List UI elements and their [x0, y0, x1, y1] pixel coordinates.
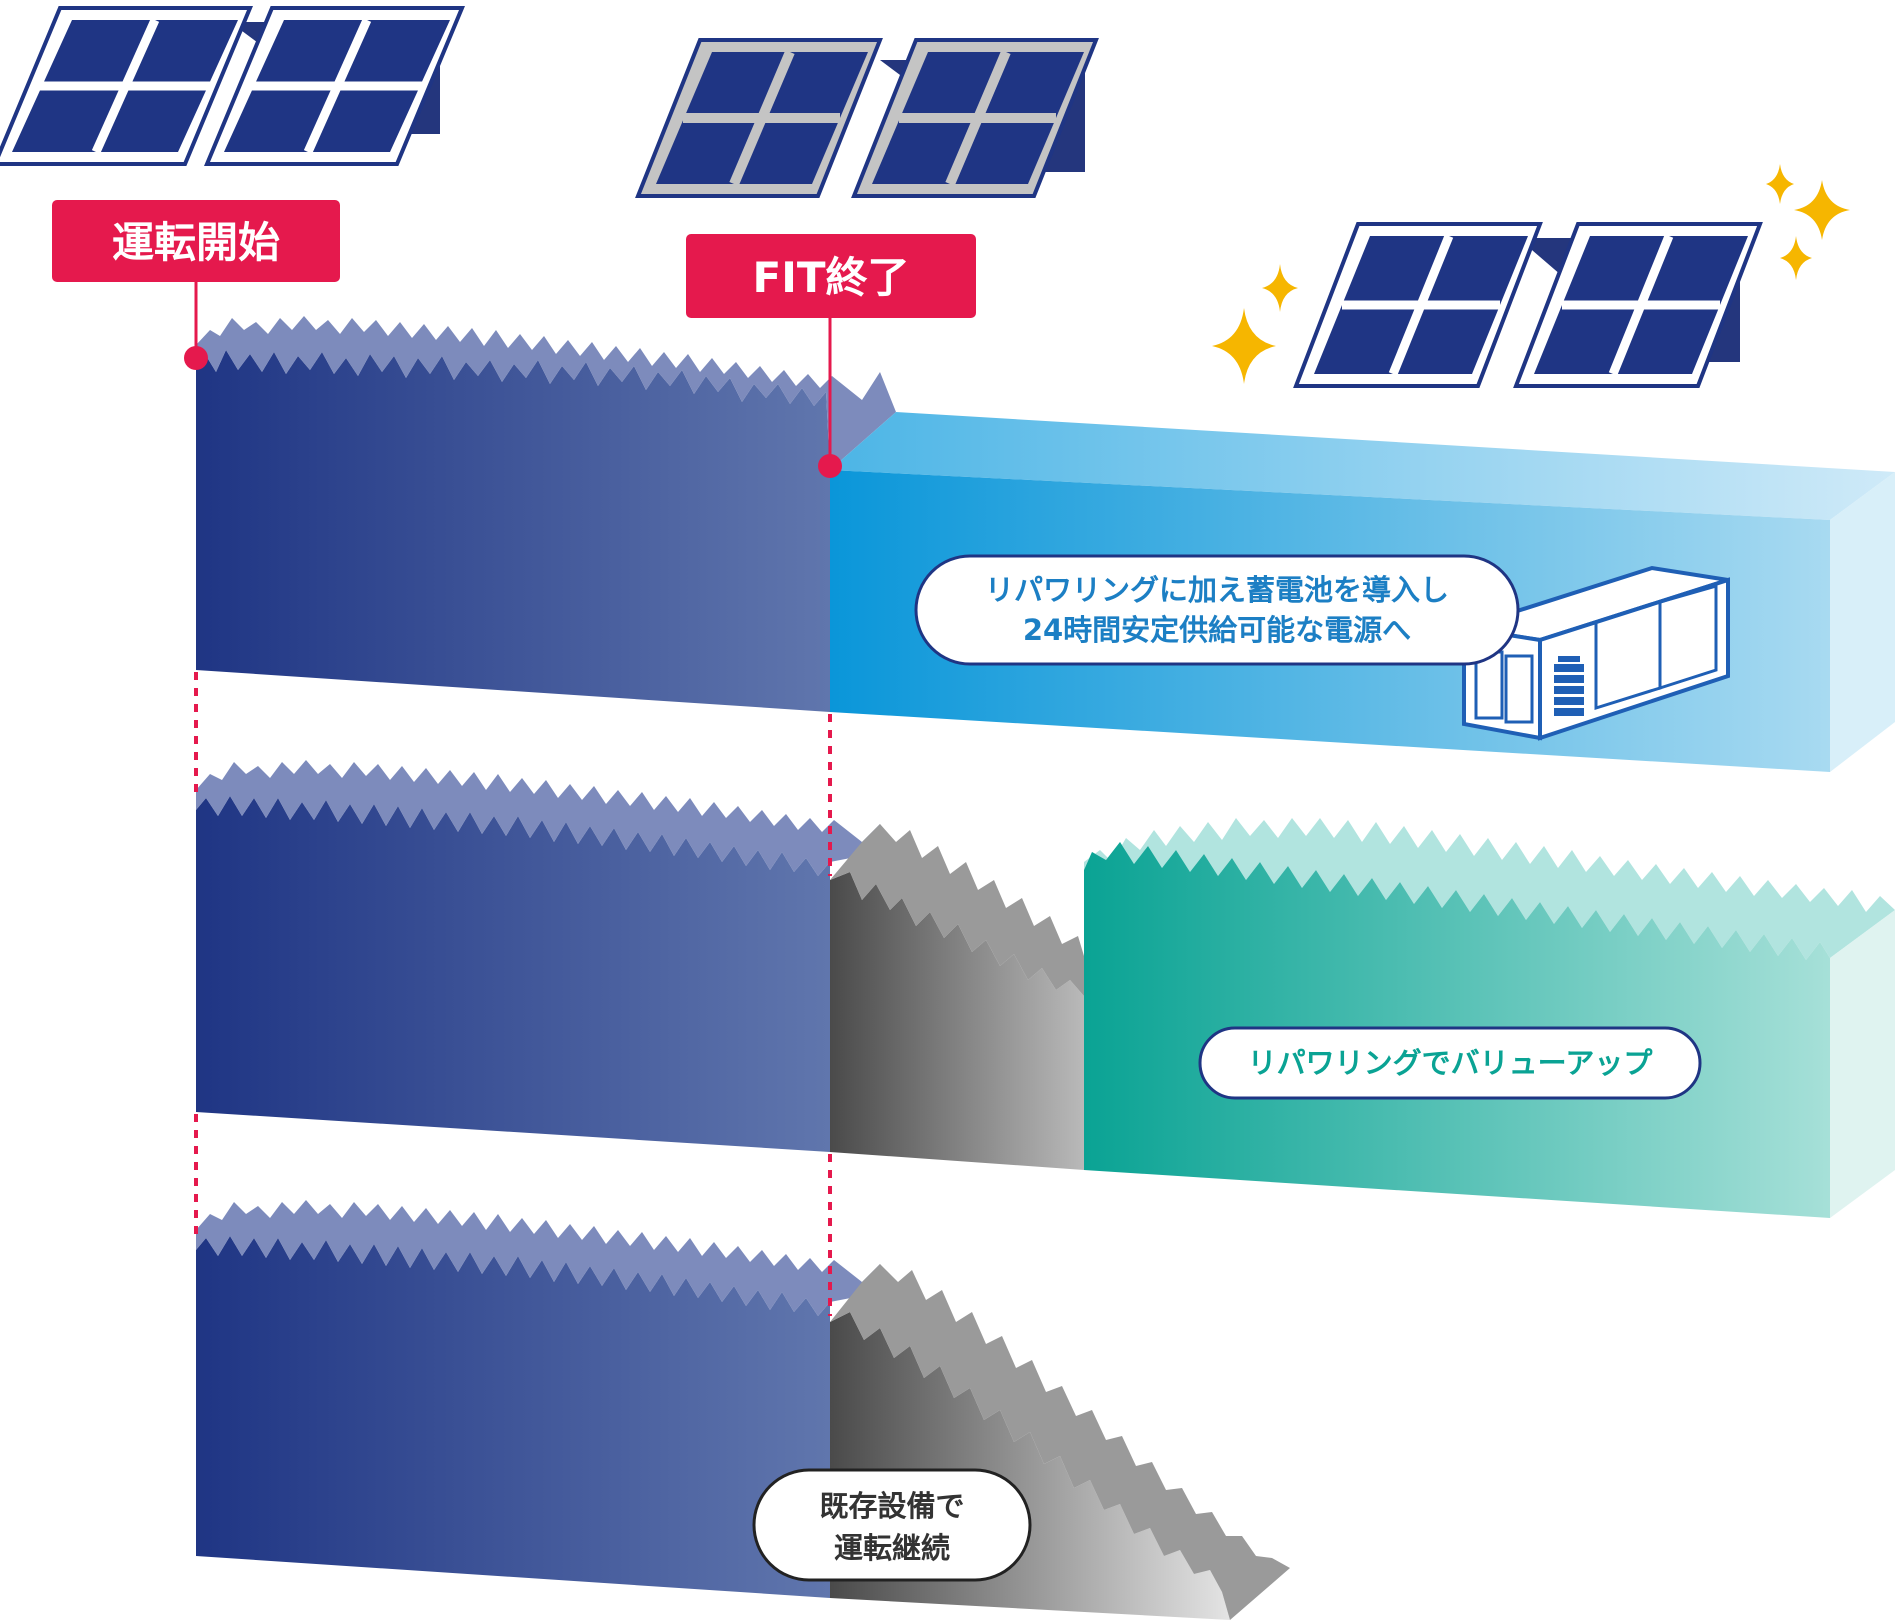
- row3-gray-top: [830, 1264, 1290, 1620]
- callout-battery-box: [914, 554, 1520, 666]
- callout-battery-line1: リパワリングに加え蓄電池を導入し: [985, 573, 1449, 607]
- row1-cyan-top: [830, 412, 1895, 520]
- row3-navy-body: [196, 1236, 830, 1598]
- start-dot: [184, 346, 208, 370]
- solar-panel-icon: [0, 6, 1763, 388]
- panel-set-fit: [635, 38, 1099, 198]
- marker-fit-label: FIT終了: [753, 253, 910, 302]
- row1-navy-body: [196, 350, 830, 712]
- marker-start-box: [52, 200, 340, 282]
- callout-battery-line2: 24時間安定供給可能な電源へ: [1023, 613, 1411, 647]
- sparkle-small-bottom: [1780, 236, 1812, 280]
- marker-start: 運転開始: [52, 200, 340, 282]
- panel-set-start: [0, 6, 465, 166]
- row2-gray-top: [830, 824, 1084, 996]
- battery-container-icon: [1462, 565, 1730, 741]
- row1-navy-top: [196, 316, 896, 470]
- panel-set-repower: [1293, 222, 1763, 388]
- row2-navy-top: [196, 760, 892, 876]
- sparkle-large-right: [1794, 180, 1850, 240]
- fit-dot: [818, 454, 842, 478]
- row2-teal-end: [1830, 910, 1895, 1218]
- sparkle-large-left: [1212, 308, 1276, 384]
- callout-repower-box: [1198, 1026, 1702, 1100]
- row2-teal-top: [1084, 818, 1895, 960]
- row1-cyan-end: [1830, 472, 1895, 772]
- callout-repower: リパワリングでバリューアップ: [1198, 1026, 1702, 1100]
- timeline-connectors: [184, 282, 842, 1316]
- row2-gray-decline: [830, 872, 1084, 1170]
- callout-existing-line2: 運転継続: [834, 1531, 950, 1565]
- row-repower: [196, 760, 1895, 1218]
- sparkle-icon: [1212, 164, 1850, 384]
- sparkle-small-top: [1766, 164, 1794, 204]
- row2-navy-body: [196, 796, 830, 1152]
- row-existing: [196, 1200, 1290, 1620]
- marker-fit-box: [686, 234, 976, 318]
- callout-repower-label: リパワリングでバリューアップ: [1248, 1046, 1654, 1080]
- callout-existing-line1: 既存設備で: [819, 1489, 964, 1523]
- callout-existing-box: [752, 1468, 1032, 1582]
- battery-cell-icon: [1554, 656, 1584, 716]
- marker-fit-end: FIT終了: [686, 234, 976, 318]
- callout-battery: リパワリングに加え蓄電池を導入し 24時間安定供給可能な電源へ: [914, 554, 1520, 666]
- marker-start-label: 運転開始: [112, 218, 280, 267]
- row3-navy-top: [196, 1200, 892, 1316]
- sparkle-small-left: [1262, 264, 1298, 312]
- callout-existing: 既存設備で 運転継続: [752, 1468, 1032, 1582]
